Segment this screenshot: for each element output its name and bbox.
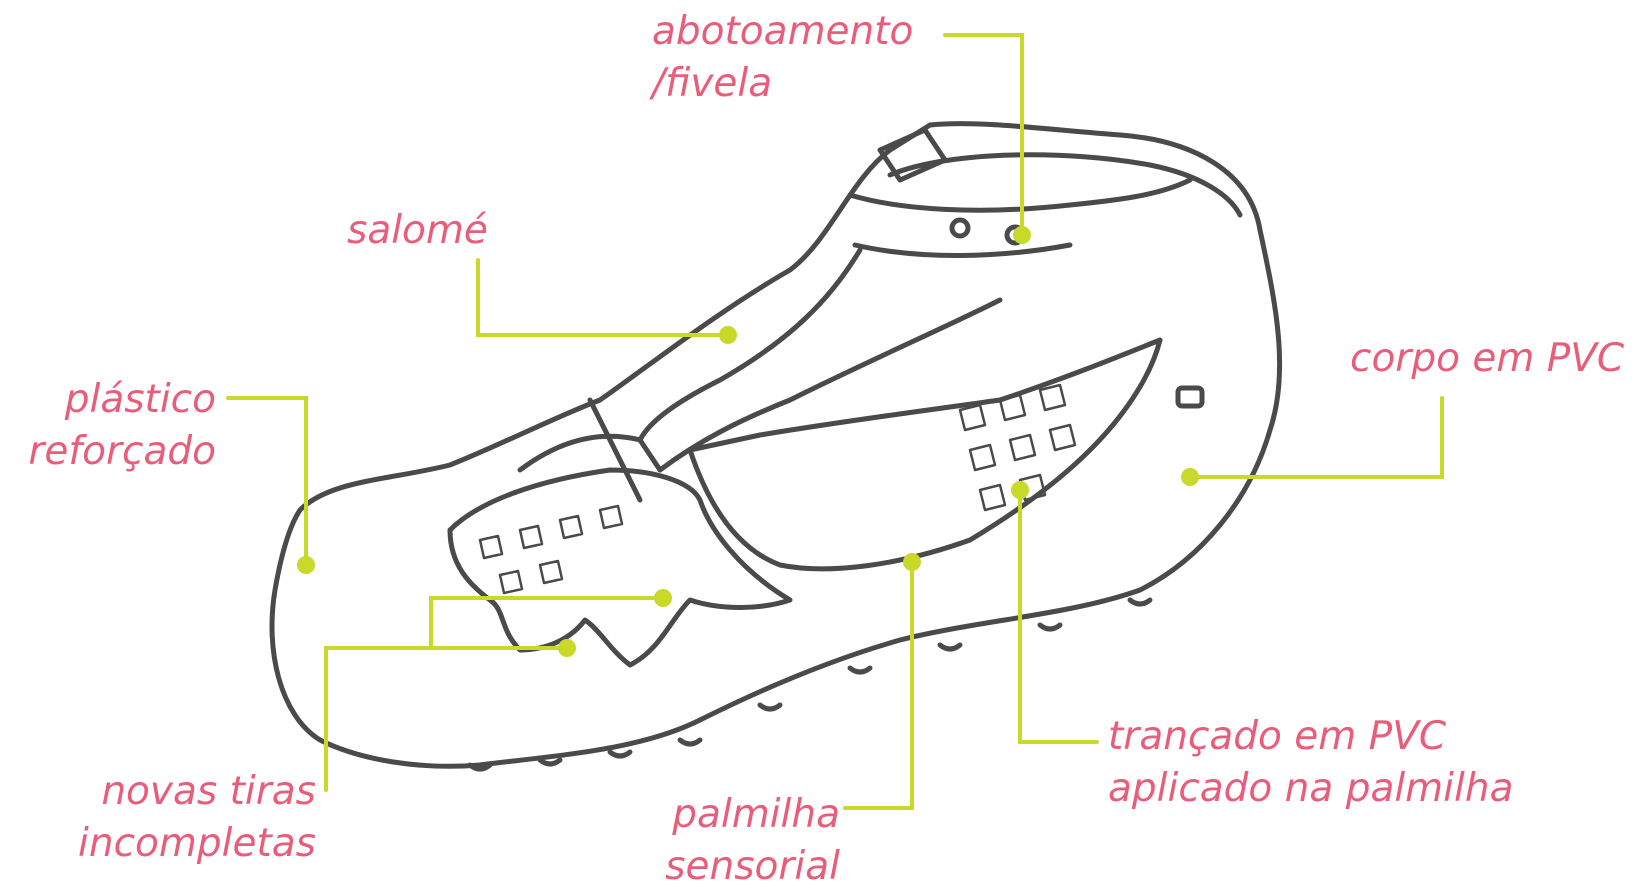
leader-buckle bbox=[945, 35, 1022, 235]
label-sensory-insole-line2: sensorial bbox=[640, 841, 840, 893]
label-reinforced-plastic-line2: reforçado bbox=[18, 426, 216, 478]
marker-salome bbox=[719, 326, 737, 344]
label-salome: salomé bbox=[347, 205, 488, 257]
label-pvc-body-line1: corpo em PVC bbox=[1350, 333, 1624, 385]
label-buckle-line1: abotoamento bbox=[652, 6, 913, 58]
leader-pvc-body bbox=[1190, 398, 1442, 477]
marker-pvc-body bbox=[1181, 468, 1199, 486]
label-new-straps-line1: novas tiras bbox=[40, 766, 316, 818]
label-buckle-line2: /fivela bbox=[652, 58, 913, 110]
marker-new-straps-b bbox=[654, 589, 672, 607]
marker-reinforced-plastic bbox=[297, 556, 315, 574]
side-cutout bbox=[690, 340, 1160, 569]
marker-buckle bbox=[1013, 226, 1031, 244]
marker-sensory-insole bbox=[903, 553, 921, 571]
label-buckle: abotoamento /fivela bbox=[652, 6, 913, 110]
leader-salome bbox=[478, 260, 728, 335]
marker-new-straps-a bbox=[558, 639, 576, 657]
label-reinforced-plastic-line1: plástico bbox=[18, 374, 216, 426]
label-reinforced-plastic: plástico reforçado bbox=[18, 374, 216, 478]
leader-sensory-insole bbox=[845, 562, 912, 808]
t-strap bbox=[640, 250, 1000, 470]
leader-new-straps-branch bbox=[431, 598, 663, 648]
label-pvc-weave-line1: trançado em PVC bbox=[1108, 711, 1513, 763]
leader-reinforced-plastic bbox=[228, 398, 306, 565]
label-pvc-weave: trançado em PVC aplicado na palmilha bbox=[1108, 711, 1513, 815]
brand-mark bbox=[1178, 388, 1202, 406]
strap-hole bbox=[952, 220, 968, 236]
label-pvc-body: corpo em PVC bbox=[1350, 333, 1624, 385]
label-sensory-insole-line1: palmilha bbox=[640, 789, 840, 841]
label-salome-line1: salomé bbox=[347, 205, 488, 257]
label-sensory-insole: palmilha sensorial bbox=[640, 789, 840, 893]
label-new-straps: novas tiras incompletas bbox=[40, 766, 316, 870]
toe-cutout bbox=[450, 470, 790, 665]
label-new-straps-line2: incompletas bbox=[40, 818, 316, 870]
marker-pvc-weave bbox=[1011, 481, 1029, 499]
label-pvc-weave-line2: aplicado na palmilha bbox=[1108, 763, 1513, 815]
